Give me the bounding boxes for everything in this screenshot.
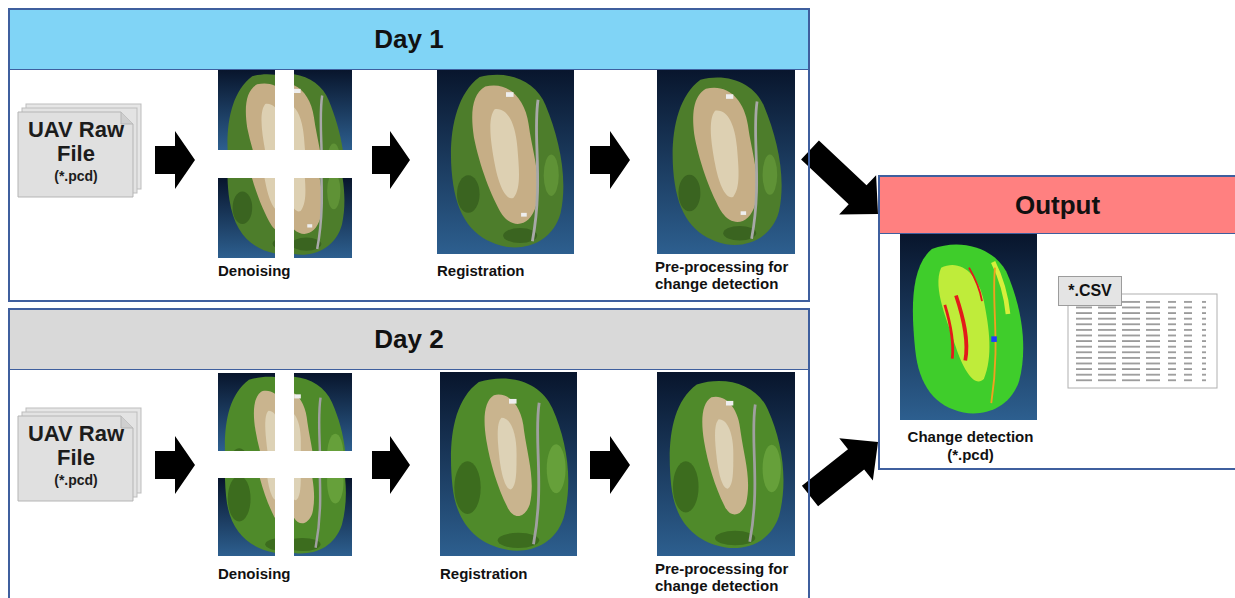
step-label: Pre-processing for change detection — [655, 258, 805, 292]
step-label: Registration — [440, 565, 590, 582]
point-cloud-crop — [218, 373, 352, 556]
process-step: Registration — [410, 66, 590, 296]
file-type-label: *.CSV — [1062, 282, 1118, 300]
process-step: Pre-processing for change detection — [630, 368, 808, 594]
panel-header: Output — [880, 177, 1235, 234]
output-panel: Change detection (*.pcd) *.CSV Output — [878, 175, 1235, 470]
flow-arrow — [590, 131, 630, 189]
file-label: UAV Raw File — [26, 118, 126, 166]
step-label: Denoising — [218, 262, 368, 279]
flow-arrow — [372, 131, 410, 189]
process-step: Registration — [410, 368, 590, 594]
step-label: Denoising — [218, 565, 368, 582]
point-cloud-image — [437, 68, 795, 254]
process-step: Pre-processing for change detection — [630, 66, 808, 296]
csv-table-page — [1068, 294, 1217, 388]
flow-arrow — [155, 131, 195, 189]
step-label: Pre-processing for change detection — [655, 560, 805, 594]
csv-file-tag: *.CSV — [1058, 276, 1122, 306]
point-cloud-image — [440, 372, 795, 556]
output-item: Change detection (*.pcd) — [893, 230, 1048, 466]
raw-file-icon: UAV Raw File (*.pcd) — [14, 104, 155, 204]
panel-header: Day 2 — [10, 310, 808, 370]
point-cloud-crop — [218, 70, 352, 258]
stage-panel: UAV Raw File (*.pcd) Denoising Registration… — [8, 8, 810, 302]
step-label: Change detection (*.pcd) — [893, 428, 1048, 464]
file-label: UAV Raw File — [26, 422, 126, 470]
stage-panel: UAV Raw File (*.pcd) Denoising Registration… — [8, 308, 810, 598]
step-label: Registration — [437, 262, 587, 279]
file-label: (*.pcd) — [26, 168, 126, 185]
raw-file-icon: UAV Raw File (*.pcd) — [14, 408, 155, 508]
file-label: (*.pcd) — [26, 472, 126, 489]
flow-arrow — [802, 438, 878, 506]
flow-arrow — [372, 436, 410, 494]
process-step: Denoising — [195, 368, 372, 594]
flow-arrow — [155, 436, 195, 494]
change-map-image — [900, 234, 1037, 420]
flow-arrow — [801, 141, 878, 215]
process-step: Denoising — [195, 66, 372, 296]
file-stack-icon — [18, 104, 141, 197]
flow-arrow — [590, 436, 630, 494]
file-stack-icon — [18, 408, 141, 501]
panel-header: Day 1 — [10, 10, 808, 70]
